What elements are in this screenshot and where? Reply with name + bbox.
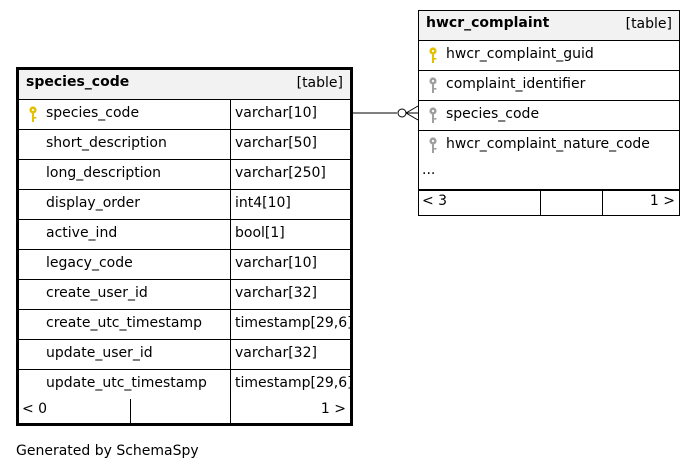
column-name-cell: hwcr_complaint_nature_code: [419, 131, 679, 160]
table-row: short_description varchar[50]: [19, 130, 350, 160]
species-code-table-footer: < 0 1 >: [19, 399, 350, 423]
column-name-cell: display_order: [19, 190, 231, 219]
generated-by-credit: Generated by SchemaSpy: [16, 443, 199, 459]
table-row: long_description varchar[250]: [19, 160, 350, 190]
table-name: hwcr_complaint: [426, 15, 550, 31]
column-type: int4[10]: [235, 195, 291, 211]
more-columns-row: ...: [419, 160, 679, 190]
foreign-key-icon: [427, 76, 439, 94]
column-name: hwcr_complaint_nature_code: [446, 136, 650, 152]
footer-parents-count: 1 >: [649, 193, 675, 209]
zero-cardinality-circle: [397, 108, 407, 118]
column-name-cell: long_description: [19, 160, 231, 189]
column-name-cell: complaint_identifier: [419, 71, 679, 100]
column-name: short_description: [46, 135, 167, 151]
footer-children-count: < 3: [422, 193, 448, 209]
hwcr-complaint-table-header: hwcr_complaint [table]: [419, 11, 679, 41]
table-row: legacy_code varchar[10]: [19, 250, 350, 280]
table-row: hwcr_complaint_guid: [419, 41, 679, 71]
hwcr-complaint-table: hwcr_complaint [table] hwcr_complaint_gu…: [418, 10, 680, 216]
table-row: create_user_id varchar[32]: [19, 280, 350, 310]
column-type: varchar[10]: [235, 255, 317, 271]
primary-key-icon: [27, 105, 39, 123]
column-name: active_ind: [46, 225, 118, 241]
column-type: varchar[32]: [235, 285, 317, 301]
crows-foot-upper: [405, 105, 419, 114]
column-name-cell: create_utc_timestamp: [19, 310, 231, 339]
column-type: varchar[250]: [235, 165, 326, 181]
column-type: varchar[50]: [235, 135, 317, 151]
column-name: hwcr_complaint_guid: [446, 46, 594, 62]
column-name: update_user_id: [46, 345, 153, 361]
table-row: species_code: [419, 101, 679, 131]
column-name: species_code: [46, 105, 140, 121]
footer-divider: [130, 399, 131, 423]
column-name-cell: update_user_id: [19, 340, 231, 369]
species-code-columns: species_code varchar[10] short_description…: [19, 100, 353, 399]
table-row: update_user_id varchar[32]: [19, 340, 350, 370]
column-name-cell: create_user_id: [19, 280, 231, 309]
table-row: update_utc_timestamp timestamp[29,6]: [19, 370, 353, 399]
table-row: species_code varchar[10]: [19, 100, 350, 130]
table-row: display_order int4[10]: [19, 190, 350, 220]
footer-parents-count: 1 >: [320, 401, 346, 417]
column-name-cell: species_code: [419, 101, 679, 130]
column-type: timestamp[29,6]: [235, 315, 353, 331]
column-name-cell: active_ind: [19, 220, 231, 249]
column-name: create_user_id: [46, 285, 148, 301]
column-name-cell: legacy_code: [19, 250, 231, 279]
more-columns-ellipsis: ...: [422, 162, 436, 178]
table-row: hwcr_complaint_nature_code: [419, 131, 679, 160]
table-row: active_ind bool[1]: [19, 220, 350, 250]
column-type: varchar[32]: [235, 345, 317, 361]
foreign-key-icon: [427, 136, 439, 154]
footer-divider: [230, 399, 231, 423]
footer-children-count: < 0: [22, 401, 48, 417]
table-row: complaint_identifier: [419, 71, 679, 101]
column-name: species_code: [446, 106, 540, 122]
column-name: update_utc_timestamp: [46, 375, 207, 391]
footer-divider: [602, 191, 603, 215]
table-type-label: [table]: [625, 16, 672, 32]
hwcr-complaint-table-footer: < 3 1 >: [419, 190, 679, 215]
column-type: timestamp[29,6]: [235, 375, 353, 391]
column-name-cell: hwcr_complaint_guid: [419, 41, 679, 70]
column-name: complaint_identifier: [446, 76, 586, 92]
column-name-cell: update_utc_timestamp: [19, 370, 231, 399]
column-name: long_description: [46, 165, 162, 181]
column-name: legacy_code: [46, 255, 133, 271]
footer-divider: [540, 191, 541, 215]
table-row: create_utc_timestamp timestamp[29,6]: [19, 310, 353, 340]
primary-key-icon: [427, 46, 439, 64]
column-name-cell: species_code: [19, 100, 231, 129]
table-type-label: [table]: [296, 75, 343, 91]
column-name: create_utc_timestamp: [46, 315, 203, 331]
crows-foot-lower: [405, 112, 419, 121]
column-name: display_order: [46, 195, 141, 211]
species-code-table-header: species_code [table]: [19, 70, 350, 100]
column-type: bool[1]: [235, 225, 285, 241]
column-type: varchar[10]: [235, 105, 317, 121]
table-name: species_code: [26, 74, 130, 90]
column-name-cell: short_description: [19, 130, 231, 159]
foreign-key-icon: [427, 106, 439, 124]
